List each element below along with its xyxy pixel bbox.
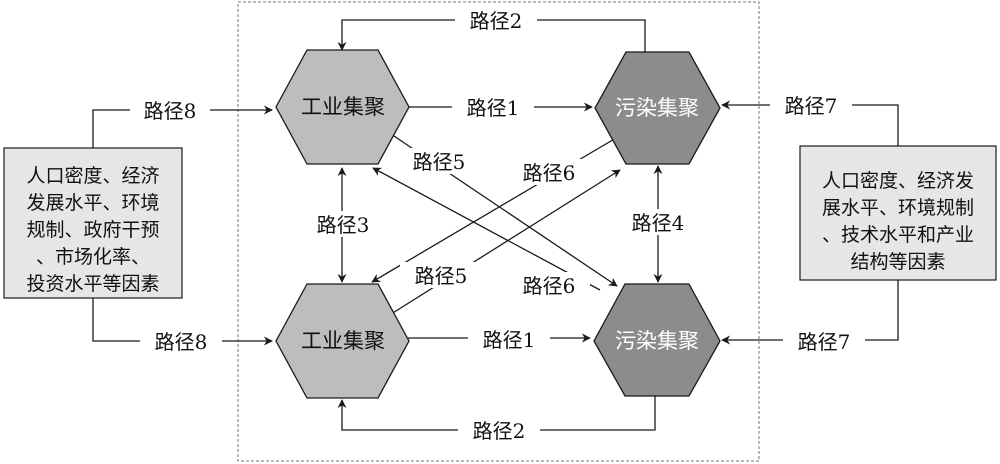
label-path1-top: 路径1 xyxy=(467,96,520,120)
label-path3: 路径3 xyxy=(317,213,370,237)
path5-lower-arrow xyxy=(387,169,621,317)
label-path8-bottom: 路径8 xyxy=(155,330,208,354)
right-box-line-3: 、技术水平和产业 xyxy=(822,224,974,246)
path7-bottom-arrow xyxy=(721,280,899,345)
label-path4: 路径4 xyxy=(632,211,685,235)
hex-industrial-bottom xyxy=(275,283,410,399)
label-path8-top: 路径8 xyxy=(144,99,197,123)
path-labels: 路径2 路径8 路径1 路径7 路径5 路径6 路径3 路径4 路径5 路径6 … xyxy=(130,7,865,443)
hex-pollution-bottom xyxy=(593,283,721,397)
right-box-line-2: 展水平、环境规制 xyxy=(822,197,974,219)
label-path7-top: 路径7 xyxy=(785,94,838,118)
left-box-line-4: 、市场化率、 xyxy=(36,246,150,268)
label-path7-bottom: 路径7 xyxy=(798,330,851,354)
node-pollution-bottom-label: 污染集聚 xyxy=(615,329,699,353)
left-box-line-3: 规制、政府干预 xyxy=(26,219,159,241)
hex-pollution-top xyxy=(594,51,721,165)
node-industrial-bottom-label: 工业集聚 xyxy=(301,329,385,353)
path8-top-arrow xyxy=(92,105,273,148)
label-path6-upper: 路径6 xyxy=(523,161,576,185)
left-box-line-1: 人口密度、经济 xyxy=(26,165,159,187)
label-path5-lower: 路径5 xyxy=(415,264,468,288)
node-industrial-top-label: 工业集聚 xyxy=(301,95,385,119)
label-path2-top: 路径2 xyxy=(470,9,523,33)
label-path1-bottom: 路径1 xyxy=(483,328,536,352)
node-pollution-top-label: 污染集聚 xyxy=(615,96,699,120)
right-box-line-4: 结构等因素 xyxy=(850,251,945,273)
left-box-line-5: 投资水平等因素 xyxy=(26,273,159,295)
central-frame xyxy=(237,1,760,462)
left-box-line-2: 发展水平、环境 xyxy=(26,192,159,214)
right-box-line-1: 人口密度、经济发 xyxy=(822,170,974,192)
label-path2-bottom: 路径2 xyxy=(473,419,526,443)
path6-lower-arrow xyxy=(372,167,601,291)
label-path6-lower: 路径6 xyxy=(523,274,576,298)
hex-industrial-top xyxy=(275,49,410,165)
label-path5-upper: 路径5 xyxy=(413,150,466,174)
right-factors-box xyxy=(799,145,997,281)
